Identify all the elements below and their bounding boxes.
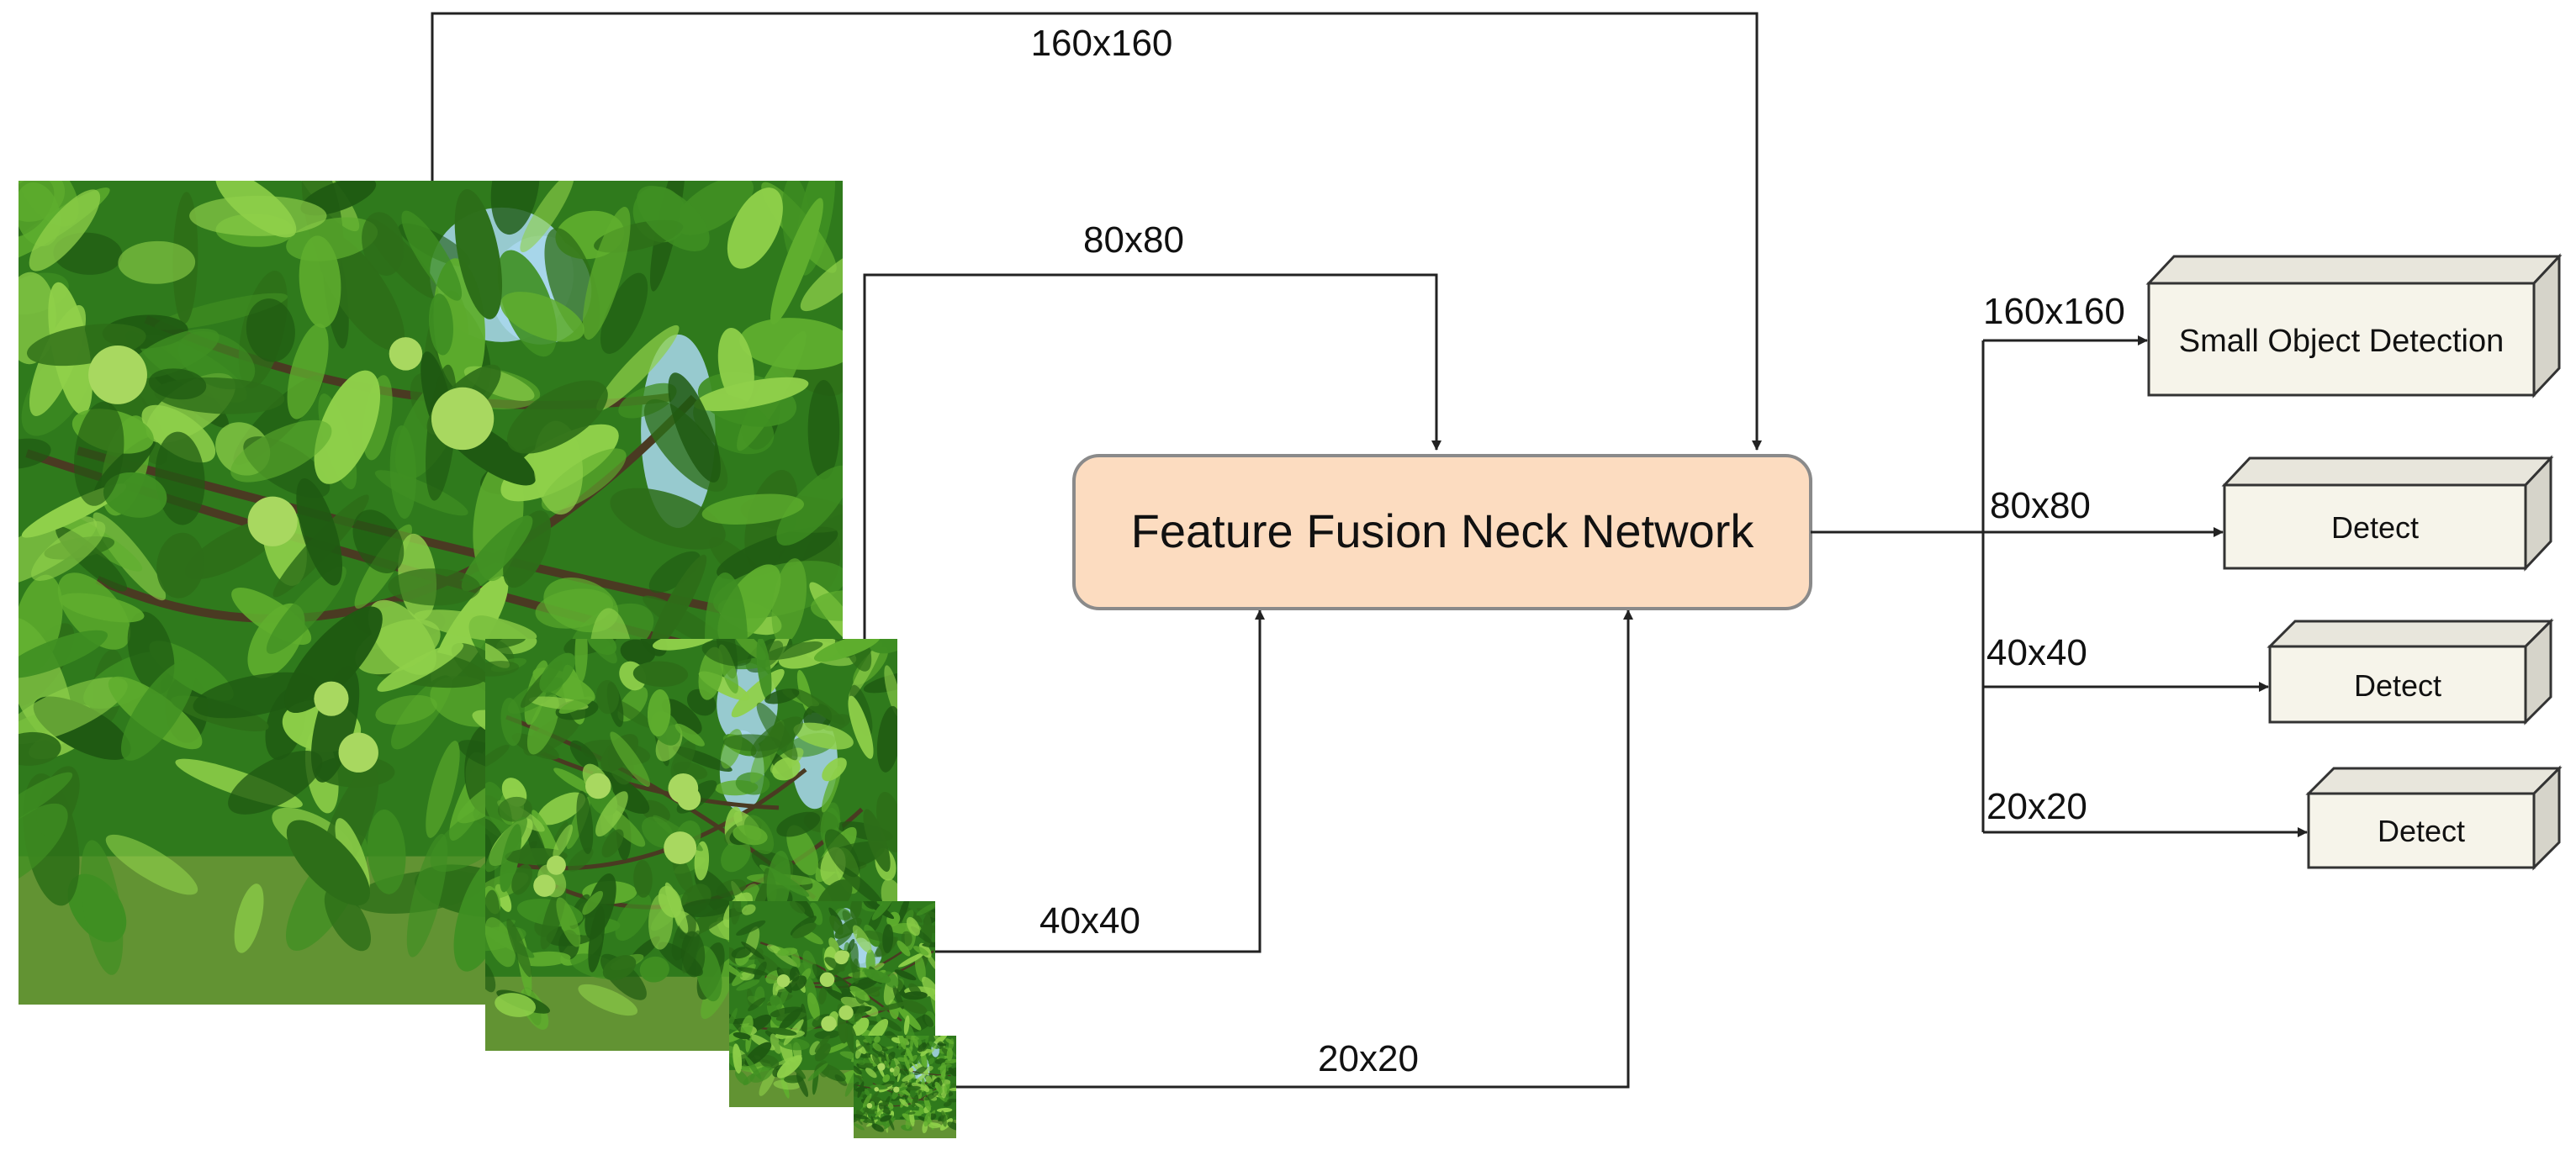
detection-head-80: Detect: [2221, 455, 2554, 572]
scale-label-160: 160x160: [1031, 23, 1173, 64]
input-image-tiny: [854, 1036, 956, 1138]
output-scale-label-80: 80x80: [1990, 485, 2091, 526]
connector-20: 20x20: [956, 609, 1633, 1089]
connector-80: 80x80: [863, 219, 1441, 639]
scale-label-20: 20x20: [1318, 1038, 1419, 1079]
detection-head-label-1: Detect: [2331, 510, 2419, 545]
connector-40: 40x40: [935, 609, 1265, 953]
output-scale-label-40: 40x40: [1986, 632, 2087, 673]
detection-head-label-2: Detect: [2354, 668, 2441, 703]
scale-label-40: 40x40: [1039, 900, 1140, 942]
detection-head-40: Detect: [2267, 618, 2554, 725]
input-image-medium: [485, 639, 897, 1051]
neck-label: Feature Fusion Neck Network: [1131, 504, 1755, 557]
input-image-pyramid: [19, 181, 956, 1138]
output-scale-labels: 160x160 80x80 40x40 20x20: [1983, 291, 2125, 827]
output-connectors: [1811, 335, 2308, 837]
output-scale-label-160: 160x160: [1983, 291, 2125, 332]
connector-160: 160x160: [431, 12, 1762, 451]
neck-network: Feature Fusion Neck Network: [1072, 454, 1812, 610]
detection-head-20: Detect: [2305, 765, 2563, 871]
output-scale-label-20: 20x20: [1986, 786, 2087, 827]
detection-head-label-3: Detect: [2378, 814, 2465, 848]
detection-head-label-0: Small Object Detection: [2179, 324, 2505, 359]
detection-head-small-object: Small Object Detection: [2145, 253, 2563, 398]
scale-label-80: 80x80: [1083, 219, 1184, 261]
